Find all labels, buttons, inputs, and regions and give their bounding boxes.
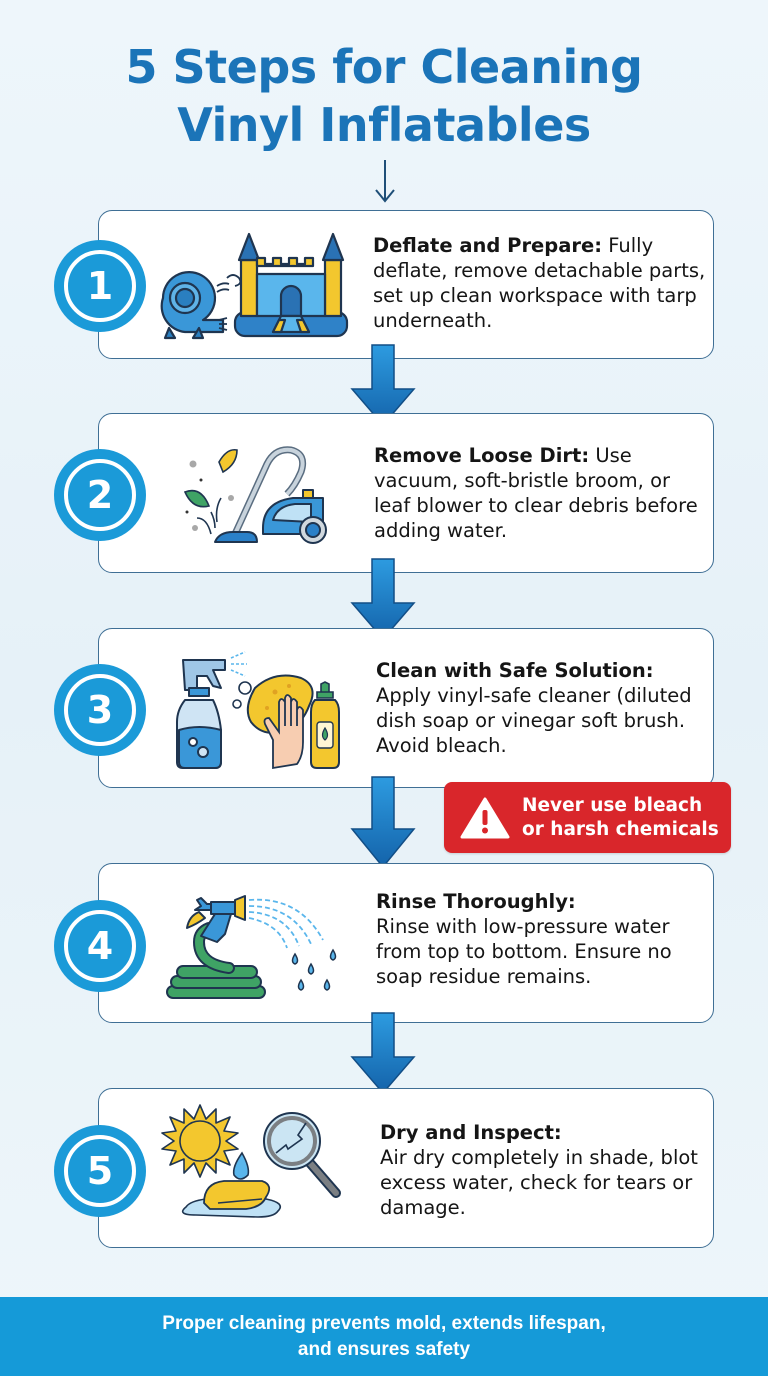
flow-arrow-2-icon <box>350 558 416 641</box>
step-number-badge-3: 3 <box>54 664 146 756</box>
vacuum-cleaner-with-leaves-icon <box>183 446 327 544</box>
step-text-5: Dry and Inspect:Air dry completely in sh… <box>380 1120 715 1220</box>
flow-arrow-4-icon <box>350 1012 416 1095</box>
warning-line-2: or harsh chemicals <box>522 818 719 840</box>
step-text-1: Deflate and Prepare: Fully deflate, remo… <box>373 233 708 333</box>
page-title: 5 Steps for Cleaning Vinyl Inflatables <box>0 38 768 154</box>
blower-and-bounce-castle-icon <box>160 232 349 340</box>
garden-hose-spray-icon <box>166 895 337 999</box>
warning-triangle-icon <box>460 797 510 838</box>
step-text-2: Remove Loose Dirt: Use vacuum, soft-bris… <box>374 443 709 543</box>
footer-line-2: and ensures safety <box>297 1338 471 1360</box>
step-body-3: Apply vinyl-safe cleaner (diluted dish s… <box>376 684 692 757</box>
step-text-3: Clean with Safe Solution:Apply vinyl-saf… <box>376 658 711 758</box>
step-body-2: Use vacuum, soft-bristle broom, or leaf … <box>374 444 698 542</box>
step-heading-1: Deflate and Prepare: <box>373 234 603 257</box>
sun-towel-magnifier-icon <box>161 1104 341 1218</box>
step-body-1: Fully deflate, remove detachable parts, … <box>373 234 706 332</box>
warning-banner: Never use bleach or harsh chemicals <box>444 782 731 853</box>
flow-arrow-1-icon <box>350 344 416 427</box>
step-text-4: Rinse Thoroughly:Rinse with low-pressure… <box>376 889 711 989</box>
step-body-5: Air dry completely in shade, blot excess… <box>380 1146 698 1219</box>
step-body-4: Rinse with low-pressure water from top t… <box>376 915 672 988</box>
down-arrow-icon <box>375 160 395 203</box>
title-line-2: Vinyl Inflatables <box>177 98 591 152</box>
step-heading-5: Dry and Inspect: <box>380 1121 562 1144</box>
spray-bottle-sponge-dish-soap-icon <box>176 651 340 770</box>
title-line-1: 5 Steps for Cleaning <box>125 40 643 94</box>
step-heading-2: Remove Loose Dirt: <box>374 444 590 467</box>
step-heading-4: Rinse Thoroughly: <box>376 890 576 913</box>
step-heading-3: Clean with Safe Solution: <box>376 659 654 682</box>
step-number-badge-4: 4 <box>54 900 146 992</box>
step-number-badge-1: 1 <box>54 240 146 332</box>
warning-line-1: Never use bleach <box>522 794 703 816</box>
step-number-badge-5: 5 <box>54 1125 146 1217</box>
step-number-badge-2: 2 <box>54 449 146 541</box>
flow-arrow-3-icon <box>350 776 416 869</box>
footer-line-1: Proper cleaning prevents mold, extends l… <box>162 1312 606 1334</box>
footer-banner: Proper cleaning prevents mold, extends l… <box>0 1297 768 1376</box>
